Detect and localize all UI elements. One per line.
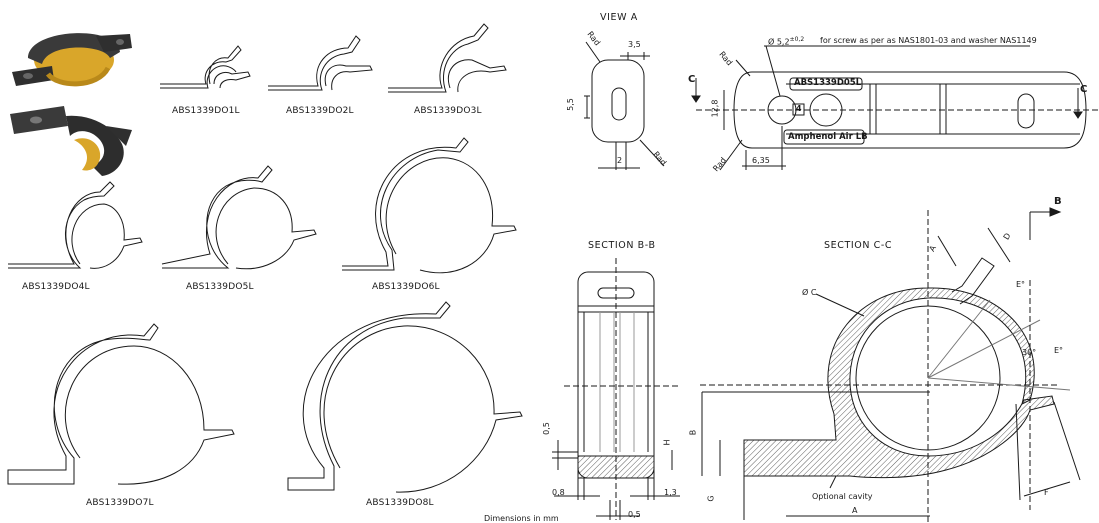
view-a-drawing: [584, 41, 665, 170]
section-cc-c: Ø C: [802, 288, 817, 297]
section-bb-top-gap: 0,5: [541, 422, 551, 435]
clip-do5-outline: [161, 165, 317, 270]
clip-label-do3: ABS1339DO3L: [414, 106, 482, 116]
clip-do8-outline: [287, 301, 523, 493]
section-bb-bottom: 0,5: [628, 510, 641, 519]
section-bb-b: B: [688, 429, 698, 436]
hole-dia-text: Ø 5,2: [768, 37, 790, 47]
clip-do4-outline: [8, 181, 143, 269]
clip-label-do4: ABS1339DO4L: [22, 282, 90, 292]
top-view-drawing: [691, 45, 1099, 171]
clip-label-do7: ABS1339DO7L: [86, 498, 154, 508]
clip-do7-outline: [7, 323, 235, 485]
top-view-offset: 6,35: [752, 156, 770, 165]
top-view-brand: Amphenol Air LB: [788, 132, 868, 142]
section-cc-e2: E°: [1054, 346, 1064, 355]
clip-photo-bottom: [8, 96, 136, 182]
section-cc-a-bottom: A: [852, 506, 858, 515]
top-view-height: 12,8: [710, 99, 720, 118]
section-bb-left: 0,8: [552, 488, 565, 497]
view-a-width: 3,5: [628, 40, 641, 49]
section-bb-g: G: [706, 495, 716, 502]
top-view-note: for screw as per as NAS1801-03 and washe…: [820, 36, 1037, 45]
section-bb-title: SECTION B-B: [588, 240, 656, 251]
section-c-marker-left: C: [688, 74, 696, 85]
section-bb-drawing: [552, 258, 680, 520]
clip-do1-outline: [160, 45, 251, 89]
view-a-height: 5,5: [565, 98, 575, 111]
hole-tolerance: ±0,2: [789, 36, 805, 43]
clip-label-do6: ABS1339DO6L: [372, 282, 440, 292]
clip-do2-outline: [268, 35, 373, 91]
clip-label-do5: ABS1339DO5L: [186, 282, 254, 292]
footer-note: Dimensions in mm: [484, 514, 559, 523]
view-a-bottom: 2: [617, 156, 623, 165]
top-view-hole-dia: Ø 5,2±0,2: [768, 36, 804, 47]
section-cc-f: F: [1044, 488, 1049, 497]
top-view-part-number: ABS1339D05L: [794, 78, 862, 88]
view-a-title: VIEW A: [600, 12, 638, 23]
clip-do3-outline: [388, 23, 507, 93]
section-cc-cavity-note: Optional cavity: [812, 492, 873, 501]
section-cc-title: SECTION C-C: [824, 240, 893, 251]
clip-do6-outline: [342, 137, 517, 274]
section-cc-e1: E°: [1016, 280, 1026, 289]
clip-label-do2: ABS1339DO2L: [286, 106, 354, 116]
clip-photo-top: [8, 14, 136, 96]
section-bb-right: 1,3: [664, 488, 677, 497]
section-b-marker: B: [1054, 196, 1062, 207]
section-cc-angle: 30°: [1022, 348, 1037, 357]
section-cc-drawing: [700, 207, 1081, 523]
section-bb-h: H: [662, 439, 672, 446]
clip-label-do8: ABS1339DO8L: [366, 498, 434, 508]
clip-label-do1: ABS1339DO1L: [172, 106, 240, 116]
section-c-marker-right: C: [1080, 84, 1088, 95]
top-view-badge: 4: [796, 104, 802, 113]
